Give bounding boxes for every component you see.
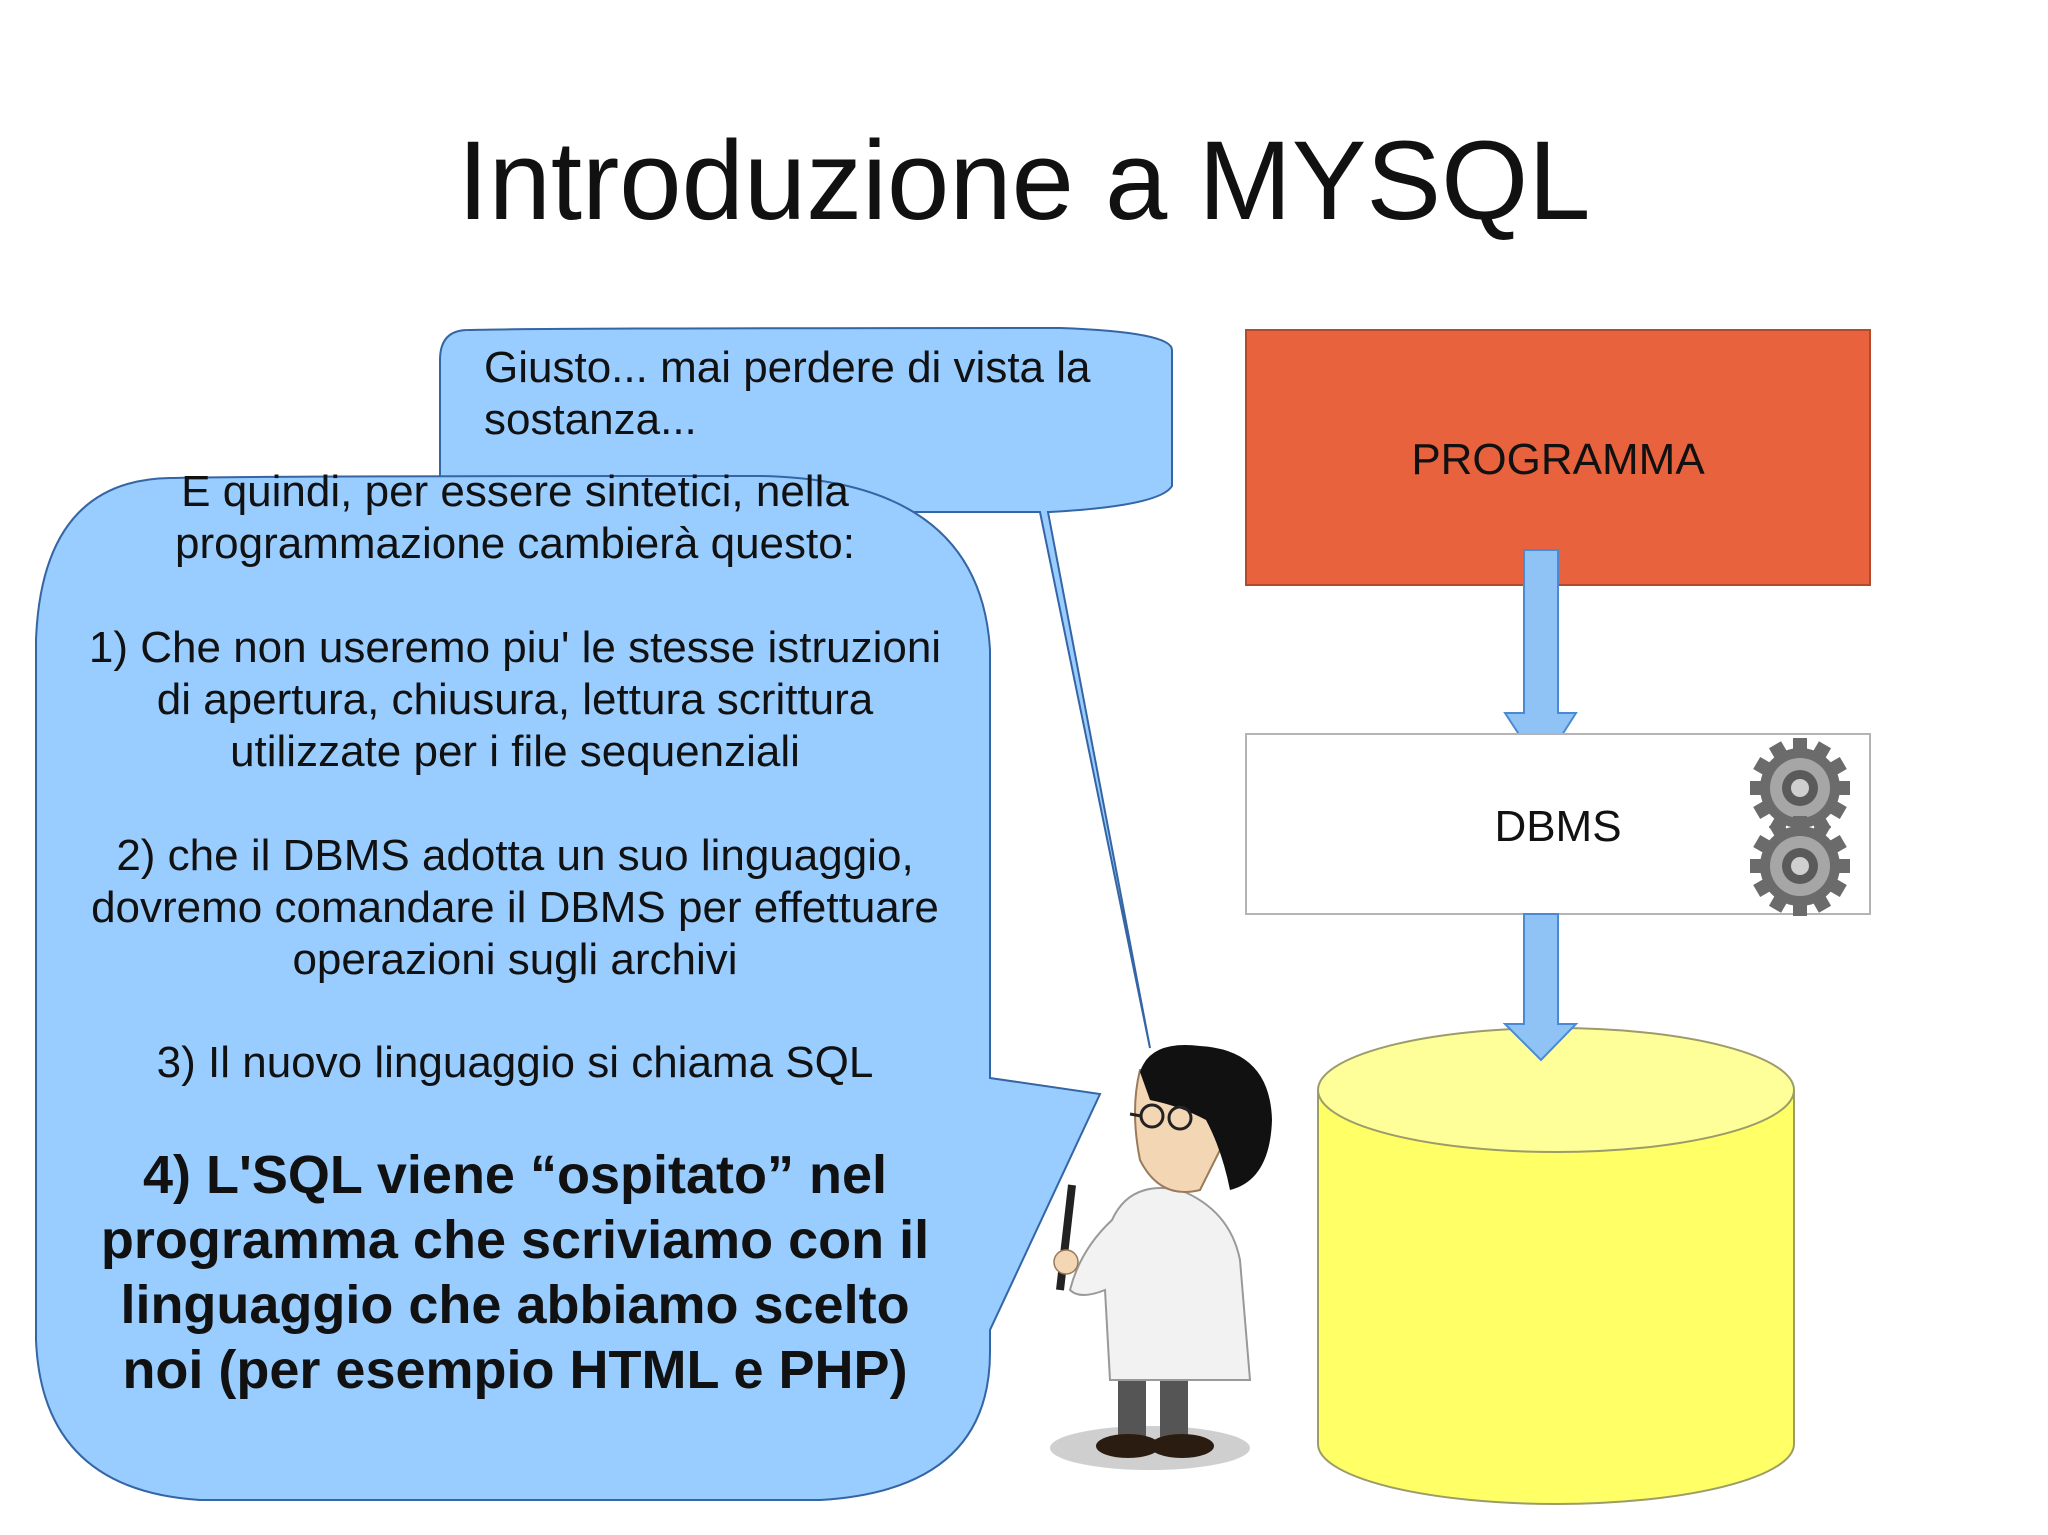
gear-icon — [1750, 816, 1850, 916]
dbms-label: DBMS — [1494, 802, 1622, 851]
program-label: PROGRAMMA — [1411, 435, 1705, 484]
big-bubble-point-4: 4) L'SQL viene “ospitato” nel programma … — [100, 1145, 930, 1400]
page-title: Introduzione a MYSQL — [457, 118, 1591, 243]
big-speech-bubble — [35, 474, 1102, 1501]
big-bubble-point-3: 3) Il nuovo linguaggio si chiama SQL — [156, 1038, 874, 1087]
arrow-dbms-to-database — [1502, 913, 1579, 1062]
big-bubble-point-2: 2) che il DBMS adotta un suo linguaggio,… — [91, 831, 939, 984]
big-bubble-intro: E quindi, per essere sintetici, nella pr… — [175, 467, 855, 568]
small-bubble-text: Giusto... mai perdere di vista la sostan… — [484, 343, 1091, 444]
cylinder-database-icon — [1317, 1027, 1795, 1505]
big-bubble-point-1: 1) Che non useremo piu' le stesse istruz… — [88, 623, 942, 776]
gear-icon — [1750, 738, 1850, 838]
program-box — [1245, 329, 1871, 586]
scientist-character — [1050, 1045, 1272, 1470]
